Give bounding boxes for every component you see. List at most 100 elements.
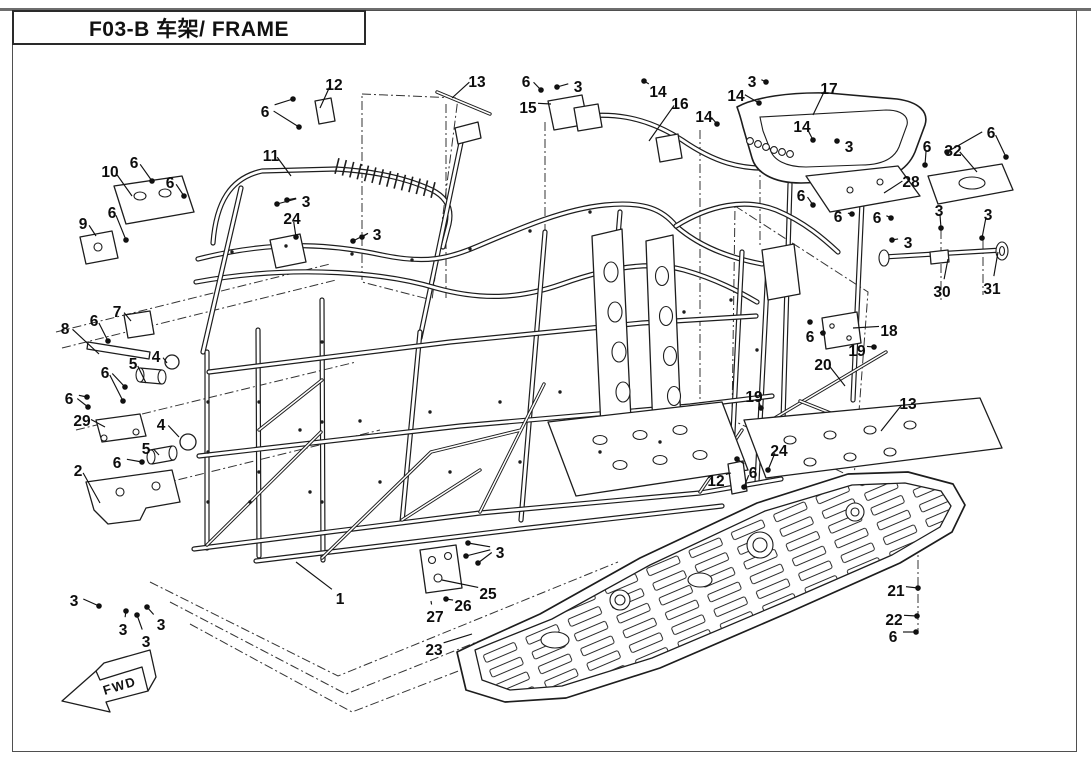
callout-2-46: 2 [74,463,83,480]
rivets [206,210,759,504]
frame-panels [547,228,1003,497]
leader-line [83,598,100,607]
callout-11-29: 11 [263,148,280,165]
fastener-dot [463,553,469,559]
leader-line [319,86,331,109]
fastener-dot [714,121,720,127]
leader-line [725,472,732,475]
leader-line [477,552,493,564]
fastener-dot [465,540,471,546]
clamp-12a [314,97,336,125]
callout-3-50: 3 [157,617,166,634]
plug-4b [179,433,197,451]
callout-13-65: 13 [899,396,917,413]
leader-line [72,328,100,355]
leader-line [883,180,903,194]
callout-4-38: 4 [152,349,161,366]
plate-10 [113,175,195,225]
callout-6-58: 6 [749,465,758,482]
fastener-dot [96,603,102,609]
leader-line [981,217,987,239]
frame-tubes [194,90,1009,561]
fastener-dot [756,100,762,106]
fastener-dot [475,560,481,566]
fastener-dot [274,201,280,207]
callout-6-0: 6 [261,104,270,121]
callout-3-21: 3 [935,203,944,220]
callout-18-60: 18 [880,323,898,340]
bracket-25 [419,544,463,594]
leader-line [946,131,983,153]
fastener-dot [105,338,111,344]
fastener-dot [293,234,299,240]
fastener-dot [350,238,356,244]
fastener-dot [123,608,129,614]
callout-6-61: 6 [806,329,815,346]
fastener-dot [849,211,855,217]
leader-line [648,105,675,142]
leader-line [959,151,978,173]
bumper-bracket [761,243,801,301]
callout-3-4: 3 [574,79,583,96]
callout-25-53: 25 [479,586,497,603]
rear-rack [736,92,1014,213]
fastener-dot [922,162,928,168]
leader-line [465,549,491,557]
callout-12-1: 12 [325,77,342,94]
callout-3-32: 3 [373,227,382,244]
leader-line [153,448,160,456]
leader-line [880,404,903,432]
callout-3-30: 3 [302,194,311,211]
leader-line [443,633,473,644]
leader-line [90,418,106,428]
callout-6-16: 6 [987,125,996,142]
leader-line [993,251,999,277]
leader-line [295,561,333,590]
callout-16-7: 16 [671,96,689,113]
fastener-dot [290,96,296,102]
leader-line [274,98,294,106]
callout-15-5: 15 [519,100,537,117]
callout-6-41: 6 [65,391,74,408]
callout-30-24: 30 [933,284,950,301]
callout-20-63: 20 [814,357,831,374]
callout-14-8: 14 [695,109,713,126]
fastener-dot [810,137,816,143]
fastener-dot [810,202,816,208]
grab-bar-coil [334,158,436,198]
bracket-2 [85,469,181,525]
callout-3-52: 3 [496,545,505,562]
callout-1-51: 1 [336,591,345,608]
callout-14-6: 14 [649,84,667,101]
leader-line [812,90,825,116]
leader-line [109,374,124,402]
callout-19-62: 19 [848,343,866,360]
callout-5-39: 5 [129,356,138,373]
fwd-arrow: FWD [61,649,157,713]
bar-8 [86,341,151,360]
title-box: F03-B 车架/ FRAME [12,10,366,45]
leader-line [162,357,168,364]
floor-panel [456,471,966,703]
fastener-dot [123,237,129,243]
fastener-dot [834,138,840,144]
fastener-dot [915,585,921,591]
small-parts [79,94,862,594]
leader-line [139,163,153,182]
leader-line [829,365,846,387]
callout-27-55: 27 [426,609,443,626]
leader-line [137,365,147,384]
callout-4-43: 4 [157,417,166,434]
plate-28 [805,165,921,213]
callout-12-57: 12 [707,473,724,490]
callout-6-19: 6 [834,209,843,226]
leader-line [852,325,880,329]
callout-22-67: 22 [885,612,902,629]
callout-29-42: 29 [73,413,91,430]
fastener-dot [944,149,950,155]
callout-19-64: 19 [745,389,763,406]
fastener-dot [888,215,894,221]
